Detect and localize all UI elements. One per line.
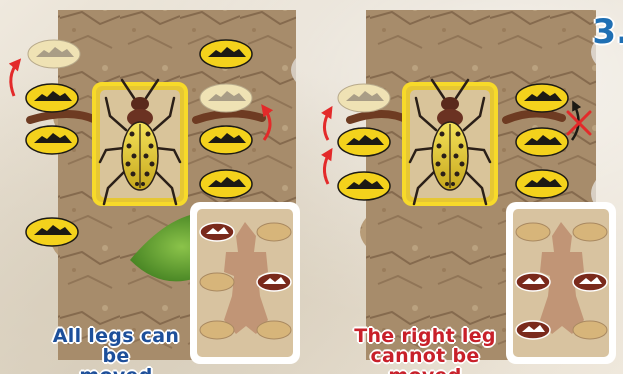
leg-token-icon — [338, 172, 390, 200]
leg-token-icon — [200, 126, 252, 154]
right-board — [310, 0, 623, 374]
right-caption-line2: cannot be moved — [340, 346, 510, 374]
leg-token-icon — [26, 84, 78, 112]
leg-token-icon — [200, 40, 252, 68]
left-caption: All legs can be moved — [36, 326, 196, 374]
step-number: 3. — [592, 12, 623, 52]
leg-token-icon — [516, 128, 568, 156]
leg-token-icon — [516, 84, 568, 112]
move-arrow-icon — [324, 110, 330, 140]
move-arrow-icon — [324, 152, 330, 184]
right-caption: The right leg cannot be moved — [340, 326, 510, 374]
leg-token-icon — [516, 170, 568, 198]
leg-token-icon — [338, 84, 390, 112]
move-arrow-icon — [11, 62, 18, 96]
leg-token-icon — [200, 170, 252, 198]
leg-token-icon — [200, 84, 252, 112]
left-caption-line2: moved — [36, 366, 196, 374]
left-board — [0, 0, 320, 374]
right-caption-line1: The right leg — [340, 326, 510, 346]
left-caption-line1: All legs can be — [36, 326, 196, 366]
leg-token-icon — [338, 128, 390, 156]
leg-token-icon — [26, 126, 78, 154]
leg-token-icon — [26, 218, 78, 246]
leg-token-icon — [28, 40, 80, 68]
